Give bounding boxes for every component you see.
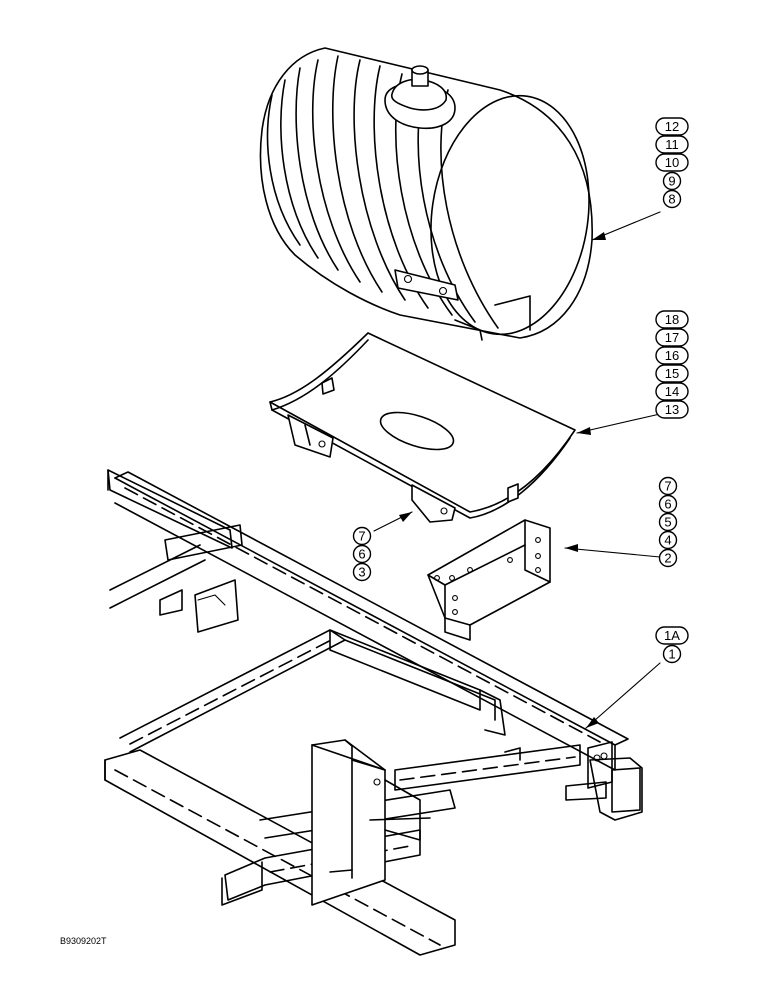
tank xyxy=(259,47,593,341)
callout-balloon: 6 xyxy=(352,544,372,564)
svg-text:13: 13 xyxy=(665,402,679,417)
callout-balloon: 5 xyxy=(658,512,678,532)
svg-text:2: 2 xyxy=(664,551,671,566)
svg-text:4: 4 xyxy=(664,533,671,548)
svg-text:5: 5 xyxy=(664,515,671,530)
svg-text:7: 7 xyxy=(358,529,365,544)
svg-text:1A: 1A xyxy=(664,628,680,643)
svg-text:9: 9 xyxy=(668,174,675,189)
mounting-bracket xyxy=(427,519,551,641)
callout-balloon: 1 xyxy=(662,644,682,664)
callout-balloon: 8 xyxy=(662,189,682,209)
callout-balloon: 13 xyxy=(655,400,689,419)
callout-balloon: 18 xyxy=(655,310,689,329)
frame-assembly xyxy=(104,469,643,956)
callout-balloon: 14 xyxy=(655,382,689,401)
svg-text:6: 6 xyxy=(664,497,671,512)
svg-text:1: 1 xyxy=(668,647,675,662)
callout-balloon: 11 xyxy=(655,135,689,154)
svg-text:6: 6 xyxy=(358,547,365,562)
svg-text:18: 18 xyxy=(665,312,679,327)
callout-group-cradle: 18 17 16 15 14 13 xyxy=(655,310,689,419)
svg-text:7: 7 xyxy=(664,479,671,494)
callout-balloon: 16 xyxy=(655,346,689,365)
svg-text:8: 8 xyxy=(668,192,675,207)
callout-balloon: 12 xyxy=(655,117,689,136)
callout-group-frame: 1A 1 xyxy=(655,626,689,664)
svg-text:15: 15 xyxy=(665,366,679,381)
callout-group-cradle-hardware: 7 6 3 xyxy=(352,526,372,582)
drawing-code: B9309202T xyxy=(60,936,107,946)
callout-balloon: 7 xyxy=(658,476,678,496)
svg-text:16: 16 xyxy=(665,348,679,363)
callout-balloon: 15 xyxy=(655,364,689,383)
callout-group-bracket: 7 6 5 4 2 xyxy=(658,476,678,568)
tank-cradle xyxy=(269,332,576,523)
svg-text:17: 17 xyxy=(665,330,679,345)
callout-balloon: 9 xyxy=(662,171,682,191)
callout-balloon: 7 xyxy=(352,526,372,546)
callout-balloon: 17 xyxy=(655,328,689,347)
callout-balloon: 1A xyxy=(655,626,689,645)
callout-balloon: 2 xyxy=(658,548,678,568)
callout-balloon: 6 xyxy=(658,494,678,514)
callout-balloon: 4 xyxy=(658,530,678,550)
callout-balloon: 10 xyxy=(655,153,689,172)
svg-text:12: 12 xyxy=(665,119,679,134)
callout-group-tank: 12 11 10 9 8 xyxy=(655,117,689,209)
svg-text:3: 3 xyxy=(358,565,365,580)
callout-balloon: 3 xyxy=(352,562,372,582)
svg-text:11: 11 xyxy=(665,137,679,152)
svg-text:14: 14 xyxy=(665,384,679,399)
leader-lines xyxy=(373,211,661,729)
svg-text:10: 10 xyxy=(665,155,679,170)
